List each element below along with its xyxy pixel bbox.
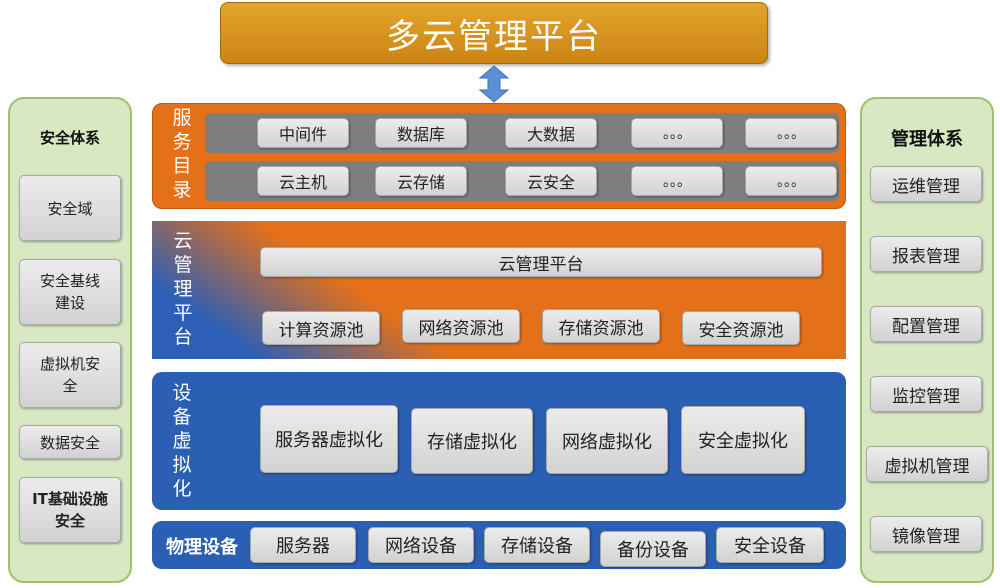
- security-item-label: IT基础设施安全: [32, 490, 108, 530]
- physical-backup[interactable]: 备份设备: [600, 531, 706, 567]
- service-item-label: 大数据: [526, 125, 575, 144]
- device-virtualization-layer: 设备虚拟化 服务器虚拟化 存储虚拟化 网络虚拟化 安全虚拟化: [152, 372, 846, 510]
- physical-item-label: 安全设备: [734, 536, 806, 557]
- service-item-cloud-storage[interactable]: 云存储: [375, 166, 467, 196]
- cloud-platform-bar-label: 云管理平台: [498, 254, 584, 275]
- security-item-data-security[interactable]: 数据安全: [19, 425, 121, 459]
- mgmt-item-image[interactable]: 镜像管理: [870, 516, 982, 552]
- virt-item-label: 存储虚拟化: [427, 432, 517, 453]
- mgmt-item-reports[interactable]: 报表管理: [870, 236, 982, 272]
- security-item-label: 数据安全: [39, 433, 100, 452]
- service-item-more[interactable]: 。。。: [631, 166, 723, 196]
- platform-title-box: 多云管理平台: [220, 2, 768, 64]
- cloud-platform-layer: 云管理平台 云管理平台 计算资源池 网络资源池 存储资源池 安全资源池: [152, 221, 846, 359]
- mgmt-item-label: 运维管理: [892, 176, 960, 197]
- mgmt-item-label: 配置管理: [892, 316, 960, 337]
- device-virtualization-label: 设备虚拟化: [172, 382, 192, 500]
- service-item-label: 云存储: [396, 173, 445, 192]
- pool-label: 计算资源池: [278, 320, 364, 341]
- physical-item-label: 存储设备: [501, 536, 573, 557]
- virt-item-label: 网络虚拟化: [562, 432, 652, 453]
- service-item-cloud-security[interactable]: 云安全: [505, 166, 597, 196]
- pool-compute[interactable]: 计算资源池: [262, 311, 380, 345]
- security-item-label: 安全域: [47, 199, 93, 218]
- mgmt-item-label: 报表管理: [892, 246, 960, 267]
- mgmt-item-config[interactable]: 配置管理: [870, 306, 982, 342]
- physical-storage[interactable]: 存储设备: [484, 527, 590, 563]
- service-row-2: 云主机 云存储 云安全 。。。 。。。: [205, 161, 839, 201]
- mgmt-item-ops[interactable]: 运维管理: [870, 166, 982, 202]
- mgmt-item-label: 镜像管理: [892, 526, 960, 547]
- virt-item-label: 安全虚拟化: [698, 431, 788, 452]
- security-item-baseline[interactable]: 安全基线建设: [19, 259, 121, 325]
- physical-item-label: 服务器: [276, 536, 330, 557]
- security-item-security-domain[interactable]: 安全域: [19, 175, 121, 241]
- pool-label: 网络资源池: [418, 318, 504, 339]
- service-item-more[interactable]: 。。。: [745, 166, 837, 196]
- double-arrow-icon: [478, 65, 510, 103]
- physical-security[interactable]: 安全设备: [716, 527, 824, 563]
- pool-network[interactable]: 网络资源池: [402, 309, 520, 343]
- security-item-it-infra[interactable]: IT基础设施安全: [19, 477, 121, 543]
- security-system-panel: 安全体系 安全域 安全基线建设 虚拟机安全 数据安全 IT基础设施安全: [8, 97, 132, 583]
- virt-storage[interactable]: 存储虚拟化: [411, 408, 533, 474]
- management-system-heading: 管理体系: [891, 129, 963, 150]
- service-item-label: 数据库: [396, 125, 445, 144]
- security-item-vm-security[interactable]: 虚拟机安全: [19, 342, 121, 408]
- pool-security[interactable]: 安全资源池: [682, 311, 800, 345]
- pool-storage[interactable]: 存储资源池: [542, 309, 660, 343]
- mgmt-item-label: 虚拟机管理: [884, 456, 970, 477]
- platform-title: 多云管理平台: [386, 16, 602, 57]
- mgmt-item-vm[interactable]: 虚拟机管理: [866, 446, 988, 482]
- management-system-panel: 管理体系 运维管理 报表管理 配置管理 监控管理 虚拟机管理 镜像管理: [860, 97, 994, 583]
- service-item-label: 。。。: [663, 126, 691, 142]
- virt-network[interactable]: 网络虚拟化: [546, 408, 668, 474]
- mgmt-item-monitor[interactable]: 监控管理: [870, 376, 982, 412]
- virt-security[interactable]: 安全虚拟化: [681, 406, 805, 474]
- service-item-cloud-host[interactable]: 云主机: [257, 166, 349, 196]
- service-item-bigdata[interactable]: 大数据: [505, 118, 597, 148]
- physical-devices-layer: 物理设备 服务器 网络设备 存储设备 备份设备 安全设备: [152, 521, 846, 569]
- virt-server[interactable]: 服务器虚拟化: [260, 405, 398, 473]
- virt-item-label: 服务器虚拟化: [275, 430, 383, 451]
- physical-network[interactable]: 网络设备: [368, 527, 474, 563]
- service-item-more[interactable]: 。。。: [631, 118, 723, 148]
- cloud-platform-bar[interactable]: 云管理平台: [260, 247, 822, 277]
- service-item-database[interactable]: 数据库: [375, 118, 467, 148]
- service-item-label: 。。。: [663, 174, 691, 190]
- physical-item-label: 网络设备: [385, 536, 457, 557]
- service-item-label: 。。。: [777, 174, 805, 190]
- security-item-label: 安全基线建设: [39, 272, 100, 312]
- pool-label: 安全资源池: [698, 320, 784, 341]
- service-item-label: 云安全: [526, 173, 575, 192]
- physical-server[interactable]: 服务器: [250, 527, 356, 563]
- pool-label: 存储资源池: [558, 318, 644, 339]
- security-system-heading: 安全体系: [39, 128, 100, 147]
- service-item-label: 云主机: [278, 173, 327, 192]
- physical-devices-label: 物理设备: [166, 537, 238, 558]
- service-row-1: 中间件 数据库 大数据 。。。 。。。: [205, 113, 839, 153]
- mgmt-item-label: 监控管理: [892, 386, 960, 407]
- service-item-more[interactable]: 。。。: [745, 118, 837, 148]
- cloud-platform-label: 云管理平台: [173, 230, 193, 348]
- service-catalog-label: 服务目录: [172, 107, 192, 201]
- physical-item-label: 备份设备: [617, 540, 689, 561]
- service-catalog-layer: 服务目录 中间件 数据库 大数据 。。。 。。。 云主机 云存储 云安全 。。。: [152, 103, 846, 209]
- service-item-label: 中间件: [278, 125, 327, 144]
- service-item-label: 。。。: [777, 126, 805, 142]
- security-item-label: 虚拟机安全: [40, 355, 101, 395]
- service-item-middleware[interactable]: 中间件: [257, 118, 349, 148]
